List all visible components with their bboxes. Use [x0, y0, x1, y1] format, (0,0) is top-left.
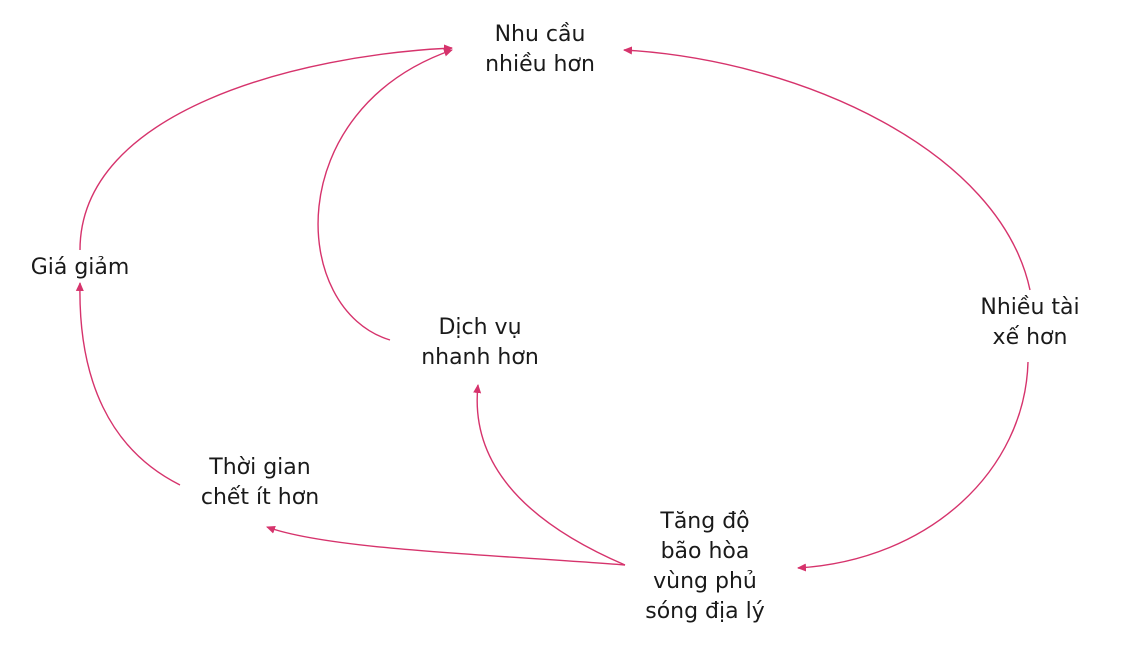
node-lower-price: Giá giảm — [10, 253, 150, 283]
node-label-line: Dịch vụ — [438, 315, 522, 340]
edge-downtime-to-price — [75, 282, 181, 486]
node-geographic-coverage: Tăng độ bão hòa vùng phủ sóng địa lý — [600, 507, 810, 627]
node-label-line: nhiều hơn — [485, 52, 595, 77]
edge-coverage-to-service — [473, 384, 626, 566]
node-label-line: bão hòa — [660, 539, 750, 564]
node-label-line: sóng địa lý — [645, 599, 765, 624]
node-label-line: Giá giảm — [30, 255, 130, 280]
edge-drivers-to-coverage — [797, 361, 1029, 572]
node-label-line: chết ít hơn — [200, 485, 320, 510]
node-less-downtime: Thời gian chết ít hơn — [170, 453, 350, 513]
node-more-drivers: Nhiều tài xế hơn — [945, 293, 1115, 353]
node-label-line: xế hơn — [992, 325, 1068, 350]
node-label-line: Nhiều tài — [980, 295, 1080, 320]
node-label-line: vùng phủ — [653, 569, 757, 594]
edge-price-to-demand — [79, 44, 453, 251]
node-more-demand: Nhu cầu nhiều hơn — [440, 20, 640, 80]
node-label-line: nhanh hơn — [421, 345, 539, 370]
edge-coverage-to-downtime — [266, 525, 626, 566]
edge-demand-to-drivers — [623, 46, 1031, 291]
edge-service-to-demand — [317, 48, 453, 341]
node-label-line: Thời gian — [209, 455, 311, 480]
node-faster-service: Dịch vụ nhanh hơn — [380, 313, 580, 373]
node-label-line: Nhu cầu — [494, 22, 586, 47]
node-label-line: Tăng độ — [660, 509, 750, 534]
